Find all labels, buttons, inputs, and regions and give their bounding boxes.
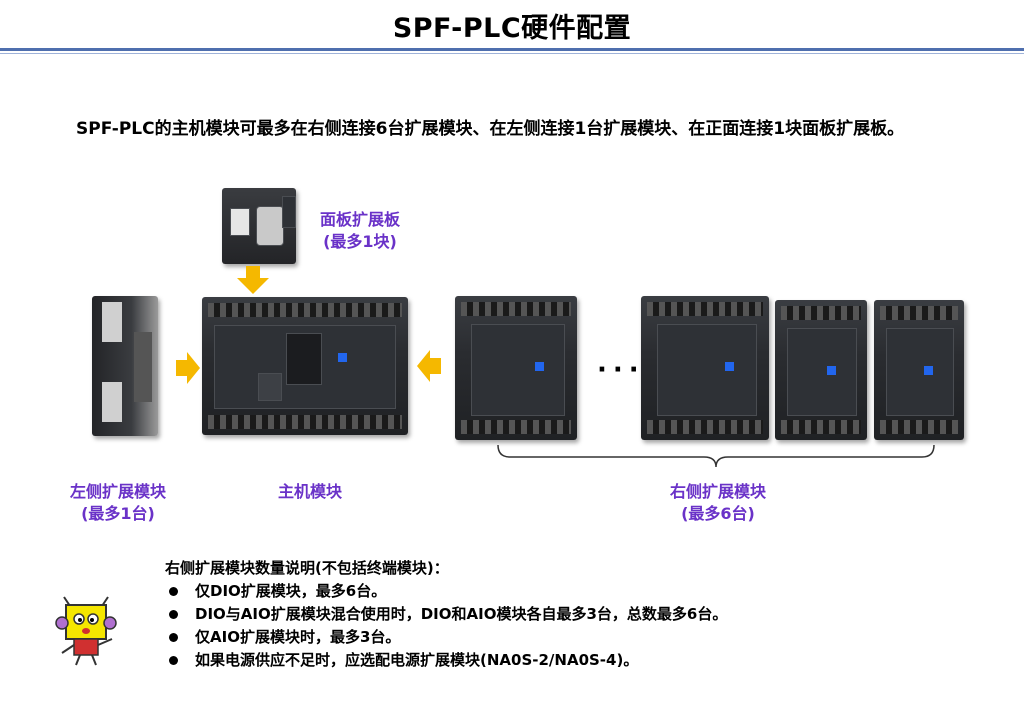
list-item: 仅AIO扩展模块时，最多3台。 xyxy=(165,626,727,649)
right-module-label-line2: (最多6台) xyxy=(681,504,755,523)
brace-icon xyxy=(497,444,935,468)
right-expansion-module-image xyxy=(874,300,964,440)
intro-text: SPF-PLC的主机模块可最多在右侧连接6台扩展模块、在左侧连接1台扩展模块、在… xyxy=(76,119,905,139)
notes-section: 右侧扩展模块数量说明(不包括终端模块)： 仅DIO扩展模块，最多6台。 DIO与… xyxy=(165,557,727,672)
list-item: 如果电源供应不足时，应选配电源扩展模块(NA0S-2/NA0S-4)。 xyxy=(165,649,727,672)
main-module-image xyxy=(202,297,408,435)
panel-board-label-line2: (最多1块) xyxy=(323,232,397,251)
arrow-left-icon xyxy=(417,350,441,382)
title-rule-thin xyxy=(0,53,1024,54)
title-rule xyxy=(0,48,1024,51)
right-module-label: 右侧扩展模块 (最多6台) xyxy=(646,481,790,525)
bullet-icon xyxy=(169,610,178,619)
right-expansion-module-image xyxy=(641,296,769,440)
right-module-label-line1: 右侧扩展模块 xyxy=(669,482,766,501)
left-module-label: 左侧扩展模块 (最多1台) xyxy=(48,481,188,525)
panel-board-label: 面板扩展板 (最多1块) xyxy=(300,209,420,253)
list-item: DIO与AIO扩展模块混合使用时，DIO和AIO模块各自最多3台，总数最多6台。 xyxy=(165,603,727,626)
ellipsis: ··· xyxy=(597,355,645,385)
bullet-icon xyxy=(169,587,178,596)
right-expansion-module-image xyxy=(775,300,867,440)
bullet-icon xyxy=(169,656,178,665)
right-expansion-module-image xyxy=(455,296,577,440)
mascot-icon xyxy=(55,596,117,666)
arrow-down-icon xyxy=(237,266,269,294)
page-title: SPF-PLC硬件配置 xyxy=(392,13,632,44)
notes-heading: 右侧扩展模块数量说明(不包括终端模块)： xyxy=(165,559,449,577)
left-module-label-line1: 左侧扩展模块 xyxy=(69,482,166,501)
list-item: 仅DIO扩展模块，最多6台。 xyxy=(165,580,727,603)
bullet-icon xyxy=(169,633,178,642)
left-expansion-module-image xyxy=(92,296,158,436)
main-module-label: 主机模块 xyxy=(277,482,342,501)
panel-expansion-board-image xyxy=(222,188,296,264)
panel-board-label-line1: 面板扩展板 xyxy=(319,210,400,229)
arrow-right-icon xyxy=(176,352,200,384)
left-module-label-line2: (最多1台) xyxy=(81,504,155,523)
notes-list: 仅DIO扩展模块，最多6台。 DIO与AIO扩展模块混合使用时，DIO和AIO模… xyxy=(165,580,727,672)
